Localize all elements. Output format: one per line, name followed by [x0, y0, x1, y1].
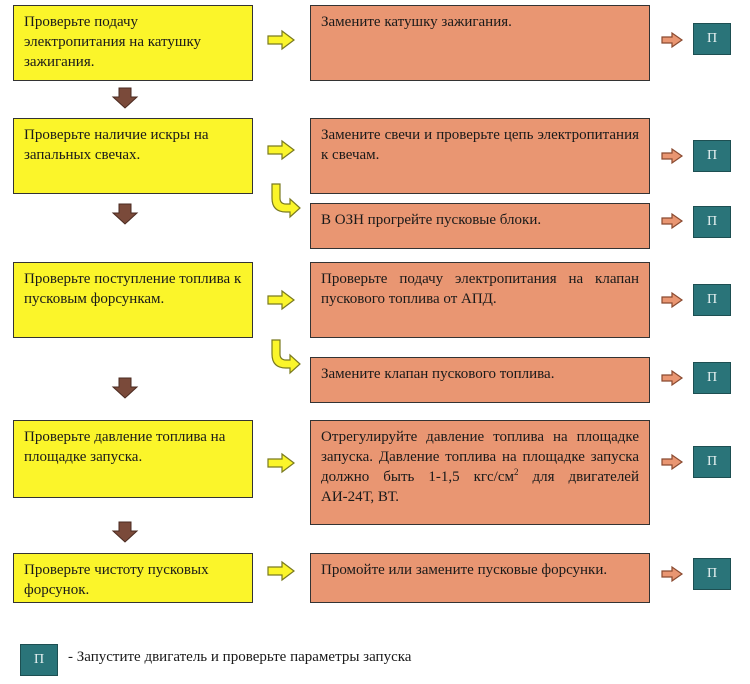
start-engine-box-4: П — [693, 284, 731, 316]
start-engine-box-3: П — [693, 206, 731, 238]
legend-symbol: П — [20, 644, 58, 676]
action-text-5: Замените клапан пускового топлива. — [321, 366, 555, 382]
p-label: П — [706, 454, 718, 469]
right-arrow-icon — [267, 140, 295, 160]
action-box-5: Замените клапан пускового топлива. — [310, 357, 650, 403]
down-arrow-icon — [112, 203, 138, 225]
down-arrow-icon — [112, 521, 138, 543]
start-engine-box-6: П — [693, 446, 731, 478]
action-text-3: В ОЗН прогрейте пусковые блоки. — [321, 212, 542, 228]
start-engine-box-2: П — [693, 140, 731, 172]
right-arrow-icon — [267, 290, 295, 310]
bent-arrow-icon — [271, 183, 301, 218]
action-text-7: Промойте или замените пусковые форсунки. — [321, 562, 608, 578]
check-text-5: Проверьте чистоту пусковых форсунок. — [24, 562, 209, 598]
check-text-2: Проверьте наличие искры на запальных све… — [24, 127, 209, 163]
check-box-2: Проверьте наличие искры на запальных све… — [13, 118, 253, 194]
right-arrow-icon — [267, 561, 295, 581]
right-arrow-icon — [267, 30, 295, 50]
action-text-2: Замените свечи и проверьте цепь электроп… — [321, 127, 639, 163]
right-arrow-icon — [661, 32, 683, 48]
check-text-1: Проверьте подачу электропитания на катуш… — [24, 14, 202, 70]
legend-symbol-label: П — [33, 652, 45, 667]
check-box-1: Проверьте подачу электропитания на катуш… — [13, 5, 253, 81]
right-arrow-icon — [661, 454, 683, 470]
p-label: П — [706, 214, 718, 229]
action-box-1: Замените катушку зажигания. — [310, 5, 650, 81]
p-label: П — [706, 292, 718, 307]
right-arrow-icon — [661, 566, 683, 582]
action-box-6: Отрегулируйте давление топлива на площад… — [310, 420, 650, 525]
p-label: П — [706, 31, 718, 46]
right-arrow-icon — [661, 370, 683, 386]
check-box-3: Проверьте поступление топлива к пусковым… — [13, 262, 253, 338]
down-arrow-icon — [112, 87, 138, 109]
check-box-4: Проверьте давление топлива на площадке з… — [13, 420, 253, 498]
action-text-4: Проверьте подачу электропитания на клапа… — [321, 271, 639, 307]
p-label: П — [706, 370, 718, 385]
p-label: П — [706, 148, 718, 163]
action-box-4: Проверьте подачу электропитания на клапа… — [310, 262, 650, 338]
check-text-4: Проверьте давление топлива на площадке з… — [24, 429, 226, 465]
p-label: П — [706, 566, 718, 581]
right-arrow-icon — [661, 292, 683, 308]
bent-arrow-icon — [271, 339, 301, 374]
action-box-7: Промойте или замените пусковые форсунки. — [310, 553, 650, 603]
right-arrow-icon — [661, 213, 683, 229]
check-text-3: Проверьте поступление топлива к пусковым… — [24, 271, 242, 307]
right-arrow-icon — [661, 148, 683, 164]
start-engine-box-5: П — [693, 362, 731, 394]
action-box-2: Замените свечи и проверьте цепь электроп… — [310, 118, 650, 194]
action-box-3: В ОЗН прогрейте пусковые блоки. — [310, 203, 650, 249]
action-text-6-suffix: для двигателей АИ-24Т, ВТ. — [321, 469, 639, 505]
right-arrow-icon — [267, 453, 295, 473]
start-engine-box-1: П — [693, 23, 731, 55]
start-engine-box-7: П — [693, 558, 731, 590]
check-box-5: Проверьте чистоту пусковых форсунок. — [13, 553, 253, 603]
action-text-6: Отрегулируйте давление топлива на площад… — [321, 429, 639, 485]
legend-text: - Запустите двигатель и проверьте параме… — [68, 649, 412, 665]
action-superscript: 2 — [513, 467, 519, 477]
down-arrow-icon — [112, 377, 138, 399]
action-text-1: Замените катушку зажигания. — [321, 14, 512, 30]
